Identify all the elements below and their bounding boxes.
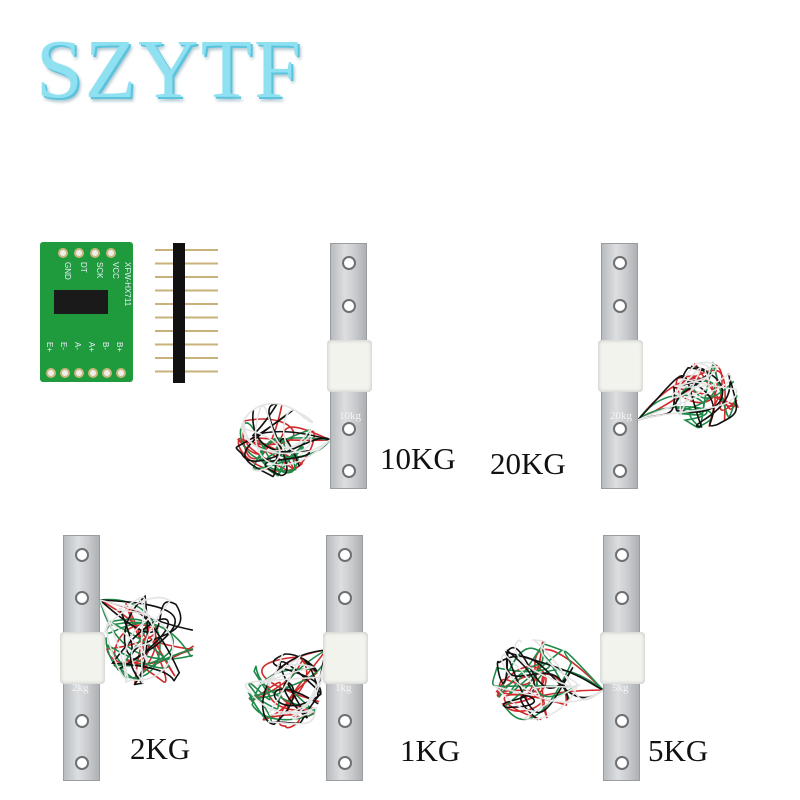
load-cell-10kg: 10kg	[327, 243, 372, 489]
wire	[504, 647, 604, 714]
wire	[251, 403, 331, 477]
cell-mark: 20kg	[610, 410, 632, 422]
load-cell-1kg: 1kg	[323, 535, 368, 781]
wire	[244, 649, 327, 725]
cell-mark: 2kg	[72, 682, 89, 694]
cell-mark: 10kg	[339, 410, 361, 422]
label-20kg: 20KG	[490, 446, 566, 481]
wire	[242, 405, 331, 466]
label-5kg: 5KG	[648, 733, 709, 768]
wire	[247, 649, 327, 724]
wire	[99, 596, 172, 680]
wire	[637, 362, 738, 421]
cell-mark: 1kg	[335, 682, 352, 694]
brand-logo: SZYTF	[36, 23, 303, 116]
wire	[637, 361, 732, 421]
hx711-chip	[54, 290, 108, 314]
pin-header	[173, 243, 185, 383]
load-cell-2kg: 2kg	[60, 535, 105, 781]
label-1kg: 1KG	[400, 733, 461, 768]
wire	[99, 594, 182, 686]
label-10kg: 10KG	[380, 441, 456, 476]
label-2kg: 2KG	[130, 731, 191, 766]
load-cell-20kg: 20kg	[598, 243, 643, 489]
cell-mark: 5kg	[612, 682, 629, 694]
wire	[496, 649, 604, 721]
wire	[493, 639, 604, 712]
load-cell-5kg: 5kg	[600, 535, 645, 781]
wire	[250, 649, 327, 719]
wire	[503, 640, 604, 721]
hx711-board: GND DT SCK VCC XFW-HX711 E+ E- A- A+ B- …	[40, 242, 133, 382]
wire	[256, 649, 327, 721]
